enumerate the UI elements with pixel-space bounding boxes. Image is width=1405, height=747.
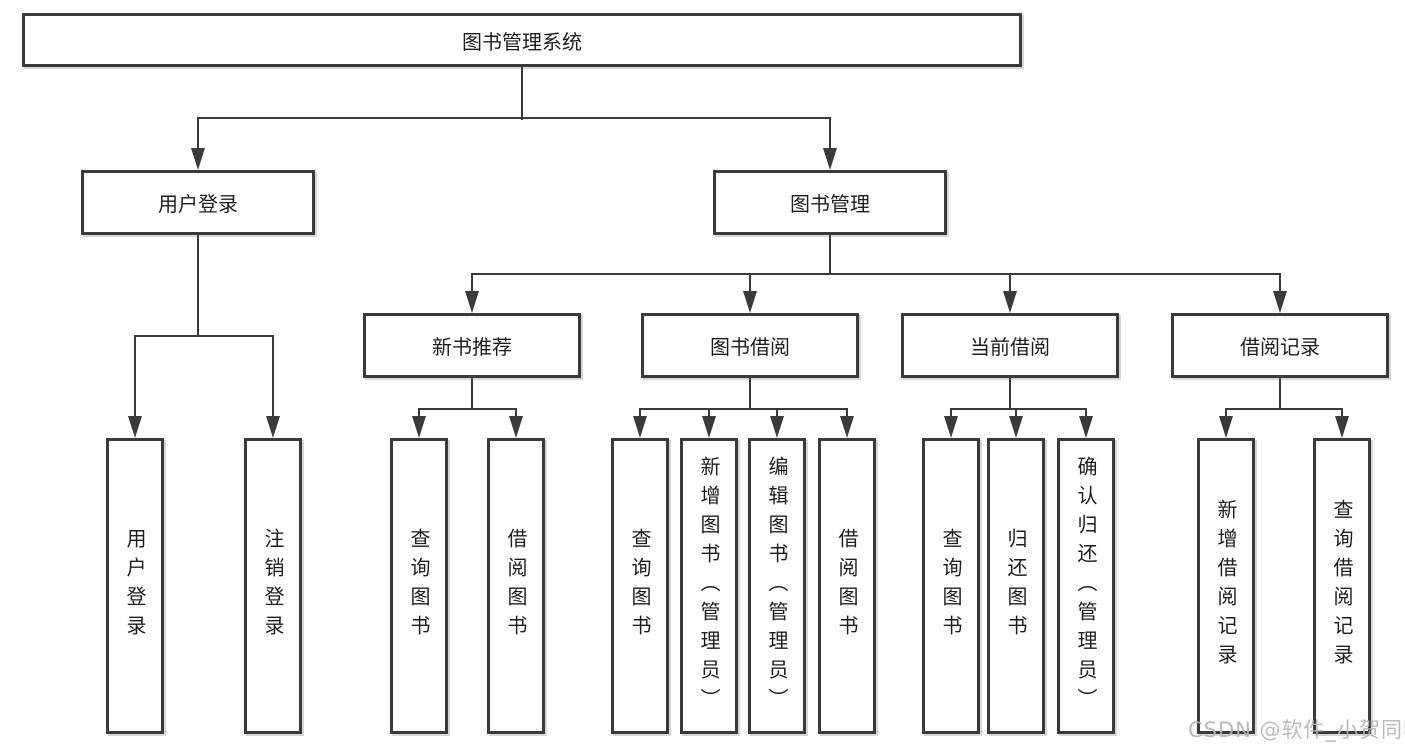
arrow-down-icon <box>702 416 716 438</box>
edge-drop-leaf <box>639 408 641 418</box>
leaf-label: 查询借阅记录 <box>1330 499 1354 673</box>
arrow-down-icon <box>1273 291 1287 313</box>
arrow-down-icon <box>823 148 837 170</box>
arrow-down-icon <box>266 416 280 438</box>
arrow-down-icon <box>633 416 647 438</box>
leaf-label: 查询图书 <box>939 528 963 644</box>
edge-drop-leaf <box>1015 408 1017 418</box>
edge-branch <box>950 408 1087 410</box>
node-user-login: 用户登录 <box>81 170 315 235</box>
leaf-query-books-borrowing: 查询图书 <box>611 438 669 734</box>
node-borrowing-records: 借阅记录 <box>1171 313 1389 378</box>
arrow-down-icon <box>840 416 854 438</box>
leaf-label: 用户登录 <box>123 528 147 644</box>
edge-user-login-stub <box>197 234 199 337</box>
leaf-return-book: 归还图书 <box>987 438 1045 734</box>
edge-book-mgmt-stub <box>829 234 831 275</box>
node-book-borrowing: 图书借阅 <box>641 313 859 378</box>
edge-branch <box>418 408 517 410</box>
node-library-system: 图书管理系统 <box>22 13 1022 67</box>
edge-drop-leaf <box>134 335 136 418</box>
edge-drop-new-books <box>471 273 473 293</box>
leaf-label: 编辑图书（管理员） <box>765 455 789 717</box>
edge-drop-leaf <box>418 408 420 418</box>
edge-level3-branch <box>471 273 1281 275</box>
edge-drop-leaf <box>1341 408 1343 418</box>
arrow-down-icon <box>465 291 479 313</box>
arrow-down-icon <box>1009 416 1023 438</box>
arrow-down-icon <box>1079 416 1093 438</box>
edge-user-login-branch <box>134 335 274 337</box>
node-current-borrowing: 当前借阅 <box>901 313 1119 378</box>
leaf-label: 确认归还（管理员） <box>1074 455 1098 717</box>
leaf-user-login: 用户登录 <box>106 438 164 734</box>
leaf-label: 查询图书 <box>628 528 652 644</box>
node-label: 图书管理 <box>790 192 870 216</box>
edge-drop-leaf <box>776 408 778 418</box>
node-book-management: 图书管理 <box>713 170 947 235</box>
edge-branch <box>1225 408 1343 410</box>
arrow-down-icon <box>1219 416 1233 438</box>
edge-branch <box>639 408 848 410</box>
leaf-borrow-books: 借阅图书 <box>818 438 876 734</box>
leaf-label: 注销登录 <box>261 528 285 644</box>
node-label: 用户登录 <box>158 192 238 216</box>
edge-drop-leaf <box>1225 408 1227 418</box>
leaf-label: 借阅图书 <box>835 528 859 644</box>
edge-root-stub <box>521 65 523 120</box>
node-label: 借阅记录 <box>1240 335 1320 359</box>
edge-stub <box>471 376 473 410</box>
node-label: 图书管理系统 <box>462 29 582 54</box>
leaf-label: 查询图书 <box>407 528 431 644</box>
edge-stub <box>749 376 751 410</box>
arrow-down-icon <box>1335 416 1349 438</box>
edge-stub <box>1009 376 1011 410</box>
arrow-down-icon <box>944 416 958 438</box>
edge-drop-leaf <box>708 408 710 418</box>
edge-drop-leaf <box>1085 408 1087 418</box>
edge-drop-leaf <box>846 408 848 418</box>
leaf-borrow-books-recommend: 借阅图书 <box>487 438 545 734</box>
edge-drop-book-borrow <box>749 273 751 293</box>
arrow-down-icon <box>770 416 784 438</box>
leaf-add-book-admin: 新增图书（管理员） <box>680 438 738 734</box>
node-new-book-recommend: 新书推荐 <box>363 313 581 378</box>
leaf-logout: 注销登录 <box>244 438 302 734</box>
leaf-label: 新增图书（管理员） <box>697 455 721 717</box>
arrow-down-icon <box>128 416 142 438</box>
arrow-down-icon <box>412 416 426 438</box>
edge-drop-current-borrow <box>1009 273 1011 293</box>
edge-drop-leaf <box>515 408 517 418</box>
leaf-confirm-return-admin: 确认归还（管理员） <box>1057 438 1115 734</box>
leaf-query-books-current: 查询图书 <box>922 438 980 734</box>
leaf-label: 借阅图书 <box>504 528 528 644</box>
leaf-query-borrow-record: 查询借阅记录 <box>1313 438 1371 734</box>
arrow-down-icon <box>1003 291 1017 313</box>
edge-level2-branch <box>197 117 831 119</box>
leaf-query-books-recommend: 查询图书 <box>390 438 448 734</box>
edge-drop-borrow-records <box>1279 273 1281 293</box>
arrow-down-icon <box>743 291 757 313</box>
node-label: 新书推荐 <box>432 335 512 359</box>
edge-drop-leaf <box>272 335 274 418</box>
arrow-down-icon <box>509 416 523 438</box>
node-label: 图书借阅 <box>710 335 790 359</box>
edge-drop-book-mgmt <box>829 117 831 150</box>
edge-drop-user-login <box>197 117 199 150</box>
arrow-down-icon <box>191 148 205 170</box>
leaf-add-borrow-record: 新增借阅记录 <box>1197 438 1255 734</box>
leaf-label: 归还图书 <box>1004 528 1028 644</box>
leaf-label: 新增借阅记录 <box>1214 499 1238 673</box>
leaf-edit-book-admin: 编辑图书（管理员） <box>748 438 806 734</box>
csdn-watermark: CSDN @软件_小贺同学 <box>1188 718 1405 742</box>
edge-stub <box>1279 376 1281 410</box>
node-label: 当前借阅 <box>970 335 1050 359</box>
edge-drop-leaf <box>950 408 952 418</box>
